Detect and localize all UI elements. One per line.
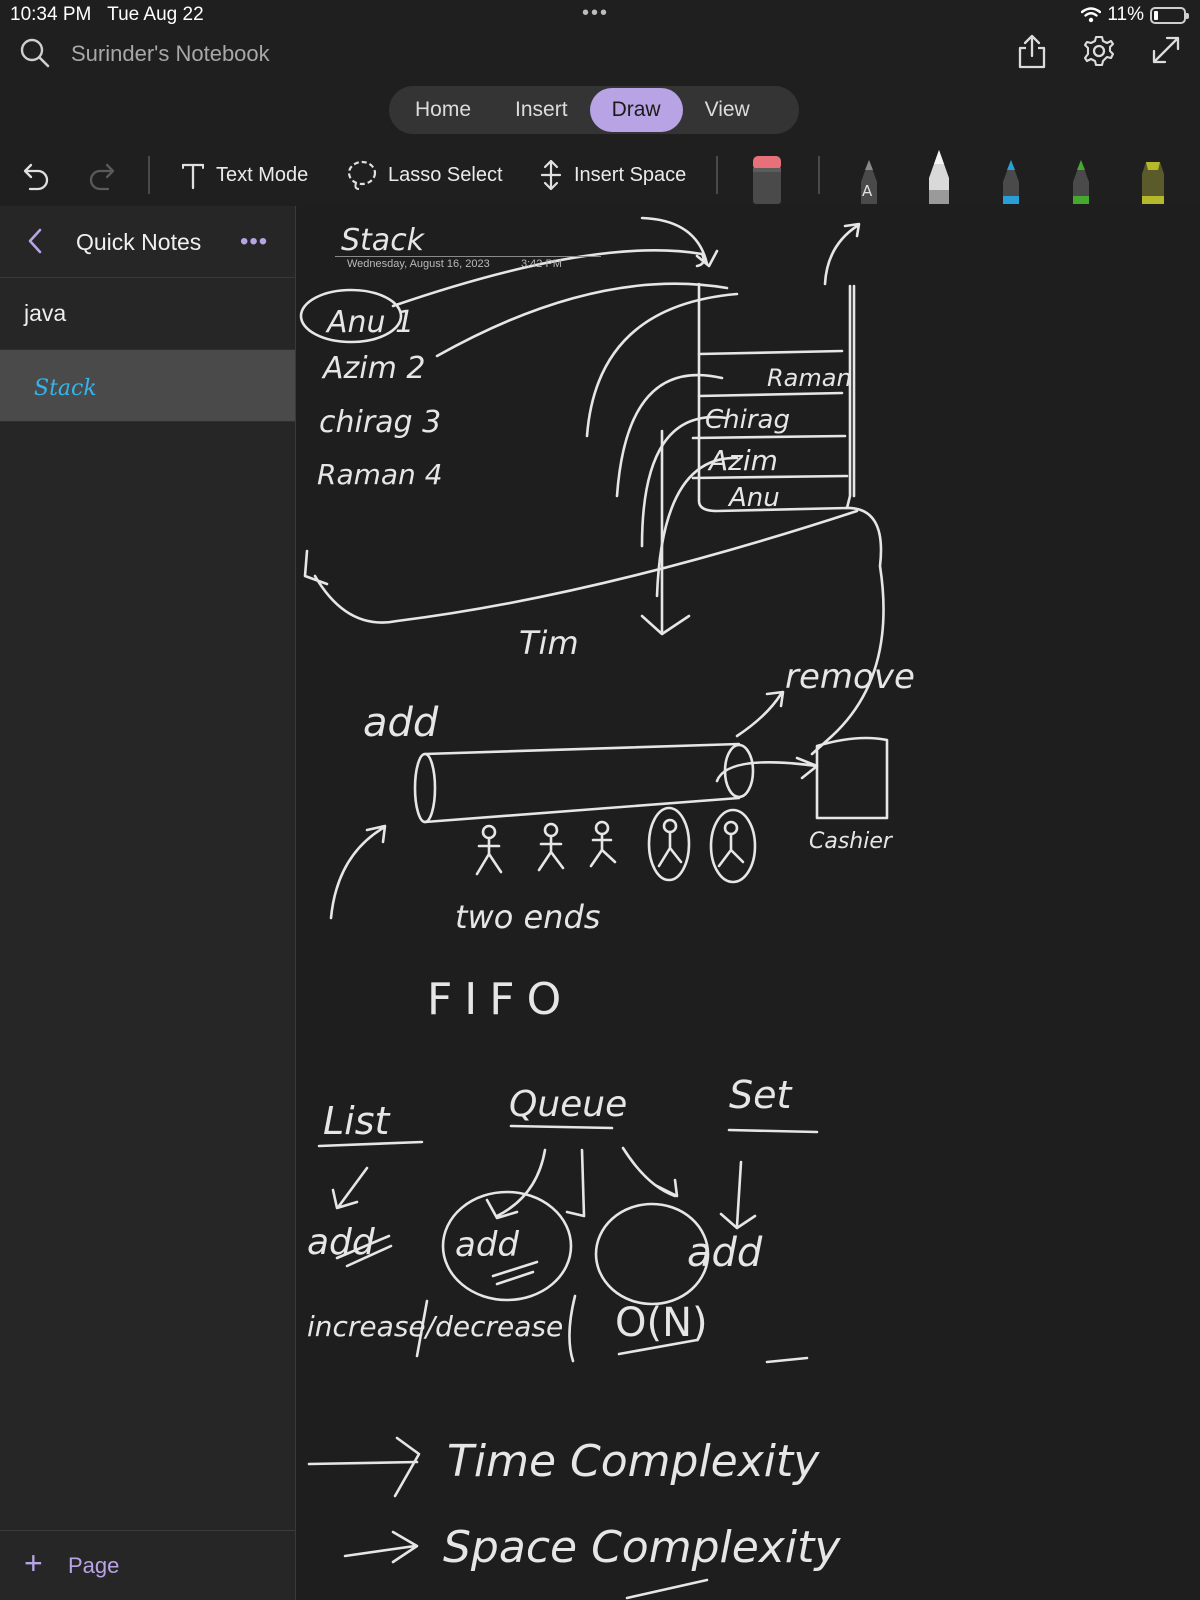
label-remove: remove (785, 657, 915, 697)
eraser-icon[interactable] (750, 154, 784, 204)
section-header: Quick Notes ••• (0, 206, 295, 278)
redo-button[interactable] (88, 148, 118, 202)
page-date: Wednesday, August 16, 2023 (347, 258, 490, 270)
stack-chirag: Chirag (705, 405, 790, 435)
search-icon[interactable] (20, 38, 50, 68)
pen-blue-icon[interactable] (994, 158, 1028, 204)
page-item-handwritten-label: Stack (34, 376, 97, 401)
list-add: add (307, 1222, 376, 1263)
lasso-icon (347, 160, 377, 190)
heading-list: List (323, 1099, 392, 1143)
page-item-java[interactable]: java (0, 278, 295, 350)
share-icon[interactable] (1016, 34, 1048, 70)
queue-add: add (455, 1225, 519, 1265)
page-sidebar: Quick Notes ••• java Stack + Page (0, 206, 296, 1600)
battery-icon (1150, 6, 1189, 24)
redo-icon (89, 163, 115, 191)
page-time: 3:42 PM (521, 258, 562, 270)
label-time-complexity: Time Complexity (447, 1436, 820, 1487)
label-fifo: FIFO (427, 974, 573, 1025)
page-item-label: java (24, 300, 67, 326)
page-title-underline (335, 256, 601, 257)
tab-insert[interactable]: Insert (515, 98, 568, 121)
page-item-stack[interactable]: Stack (0, 350, 295, 422)
svg-text:A: A (862, 182, 873, 200)
settings-icon[interactable] (1082, 34, 1116, 68)
status-time: 10:34 PM Tue Aug 22 (10, 4, 204, 25)
more-options-icon[interactable]: ••• (240, 228, 269, 255)
highlighter-icon[interactable] (1134, 160, 1172, 204)
stack-raman: Raman (767, 364, 852, 392)
heading-queue: Queue (509, 1084, 627, 1125)
insert-space-icon (540, 159, 562, 191)
section-title: Quick Notes (76, 229, 202, 255)
label-space-complexity: Space Complexity (443, 1522, 841, 1573)
note-canvas[interactable]: Stack (297, 206, 1200, 1600)
label-big-o: O(N) (615, 1300, 708, 1346)
tab-draw[interactable]: Draw (589, 88, 683, 132)
svg-text:Stack: Stack (34, 376, 97, 401)
label-increase-decrease: increase/decrease (307, 1310, 563, 1343)
status-bar: 10:34 PM Tue Aug 22 ••• 11% (0, 0, 1200, 30)
undo-button[interactable] (20, 148, 50, 202)
stack-anu: Anu (727, 483, 780, 513)
lasso-select-button[interactable]: Lasso Select (346, 148, 503, 202)
notebook-title[interactable]: Surinder's Notebook (71, 41, 270, 66)
name-chirag: chirag 3 (319, 405, 441, 440)
pen-white-icon[interactable] (922, 148, 956, 204)
tab-home[interactable]: Home (415, 98, 472, 121)
tab-view[interactable]: View (704, 98, 750, 121)
label-tim: Tim (519, 624, 579, 662)
toolbar-divider (716, 156, 718, 194)
text-mode-label: Text Mode (216, 163, 309, 186)
add-page-label: Page (68, 1553, 120, 1578)
label-cashier: Cashier (809, 829, 894, 854)
label-two-ends: two ends (455, 898, 600, 936)
heading-set: Set (729, 1073, 794, 1117)
stack-azim: Azim (707, 444, 778, 477)
page-title-ink: Stack (341, 223, 426, 258)
name-azim: Azim 2 (321, 351, 425, 386)
insert-space-label: Insert Space (574, 163, 687, 186)
draw-toolbar: Text Mode Lasso Select Insert Space A (0, 148, 1200, 206)
handwritten-ink: Stack (299, 216, 915, 1600)
insert-space-button[interactable]: Insert Space (538, 148, 686, 202)
toolbar-divider (148, 156, 150, 194)
name-raman: Raman 4 (317, 458, 443, 491)
set-add: add (687, 1230, 763, 1276)
lasso-select-label: Lasso Select (388, 163, 503, 186)
undo-icon (23, 163, 49, 191)
name-anu: Anu 1 (325, 305, 414, 340)
wifi-icon (1081, 7, 1102, 23)
battery-percent: 11% (1107, 4, 1144, 25)
pen-green-icon[interactable] (1064, 158, 1098, 204)
text-mode-button[interactable]: Text Mode (180, 148, 308, 202)
expand-icon[interactable] (1150, 34, 1182, 66)
top-actions (1016, 34, 1182, 70)
pen-a-icon[interactable]: A (852, 158, 886, 204)
text-mode-icon (181, 163, 205, 190)
label-add: add (363, 700, 439, 746)
chevron-left-icon[interactable] (26, 226, 44, 256)
add-page-button[interactable]: + Page (0, 1530, 296, 1600)
multitasking-dots-icon[interactable]: ••• (582, 2, 610, 24)
status-right: 11% (1081, 4, 1189, 26)
ribbon-tabs: Home Insert Draw View (389, 86, 799, 134)
toolbar-divider (818, 156, 820, 194)
plus-icon: + (24, 1545, 43, 1581)
